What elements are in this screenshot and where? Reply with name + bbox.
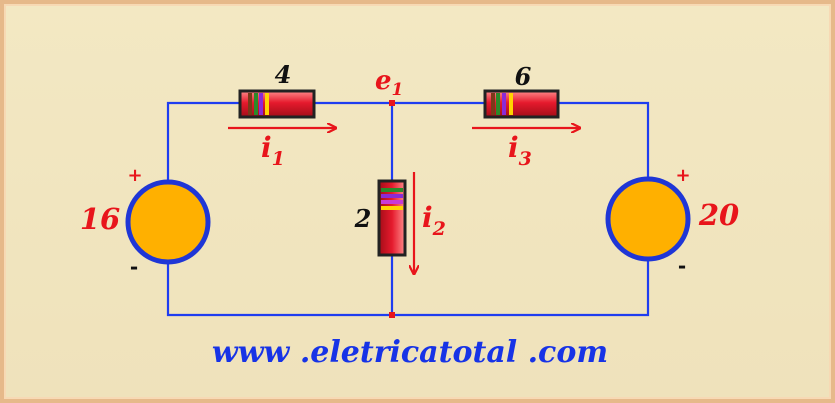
source-right-minus: - [678, 254, 686, 278]
node-dot-bottom [389, 312, 395, 318]
node-dot-top [389, 100, 395, 106]
resistor-r3 [483, 89, 560, 119]
resistor-r2-label: 2 [354, 204, 372, 233]
current-i2-subscript: 2 [432, 218, 446, 240]
wire-left-bottom [166, 262, 392, 317]
resistor-r2 [377, 179, 407, 257]
resistor-r1 [238, 89, 316, 119]
node-label-subscript: 1 [392, 80, 404, 100]
node-label-e1: e1 [375, 66, 403, 100]
source-left-value: 16 [80, 202, 120, 236]
source-right-plus: + [675, 165, 690, 186]
source-left-plus: + [127, 165, 142, 186]
current-label-i3: i3 [508, 131, 532, 170]
node-label-symbol: e [375, 66, 392, 96]
wire-left-top [166, 101, 392, 183]
voltage-source-right [605, 176, 691, 262]
resistor-r1-label: 4 [275, 60, 292, 89]
current-i3-subscript: 3 [519, 148, 532, 170]
source-right-value: 20 [698, 198, 739, 232]
voltage-source-left [125, 179, 211, 265]
wire-right-bottom [392, 258, 650, 317]
current-i1-subscript: 1 [272, 148, 285, 170]
wire-right-top [392, 101, 650, 180]
resistor-r3-label: 6 [515, 62, 532, 91]
website-url: www .eletricatotal .com [212, 335, 608, 370]
current-label-i2: i2 [422, 201, 446, 240]
current-i3-symbol: i [508, 131, 519, 164]
source-left-minus: - [130, 255, 138, 279]
wires [166, 101, 650, 317]
current-i2-symbol: i [422, 201, 433, 234]
current-label-i1: i1 [261, 131, 285, 170]
current-i1-symbol: i [261, 131, 272, 164]
